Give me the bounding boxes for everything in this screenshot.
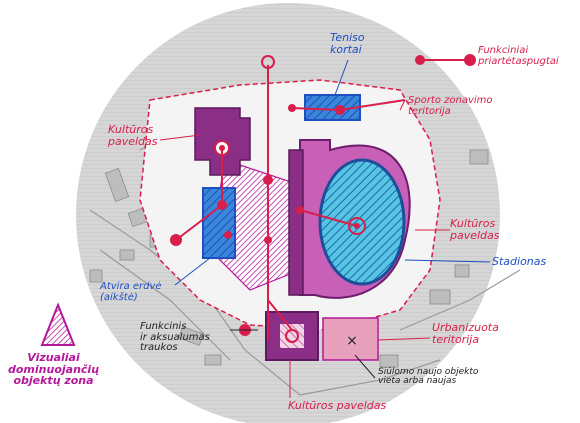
red-axis-lines (175, 59, 470, 340)
label-kulturos-paveldas-left: Kultūros paveldas (108, 123, 158, 148)
label-siulomo-objekto: Siūlomo naujo objekto vieta arba naujas (378, 367, 479, 387)
label-funkciniai: Funkciniai priartėtaspugtai (478, 45, 559, 67)
label-atvira-erdve: Atvira erdvė (aikštė) (100, 281, 162, 303)
label-kulturos-paveldas-bottom: Kultūros paveldas (288, 399, 387, 412)
leader-lines (159, 59, 491, 398)
label-teniso-kortai: Teniso kortai (330, 31, 365, 56)
label-stadionas: Stadionas (492, 255, 547, 268)
cultural-heritage-small (265, 311, 319, 361)
label-sporto-zonavimas: Sporto zonavimo teritorija (408, 95, 493, 117)
urbanized-territory (322, 317, 379, 361)
stadium-field (318, 158, 406, 286)
open-space-block (202, 187, 236, 259)
node-dots (170, 54, 476, 336)
svg-text:×: × (346, 333, 358, 349)
label-kulturos-paveldas-right: Kultūros paveldas (450, 217, 500, 242)
stadium-stand (288, 149, 304, 296)
hatched-triangle-icon (40, 302, 76, 346)
label-vizualiai: Vizualiai dominuojančių objektų zona (8, 351, 100, 388)
label-urbanizuota: Urbanizuota teritorija (432, 321, 499, 346)
axis-top-node (261, 55, 275, 69)
label-funkcinis: Funkcinis ir aksualumas traukos (140, 321, 210, 353)
